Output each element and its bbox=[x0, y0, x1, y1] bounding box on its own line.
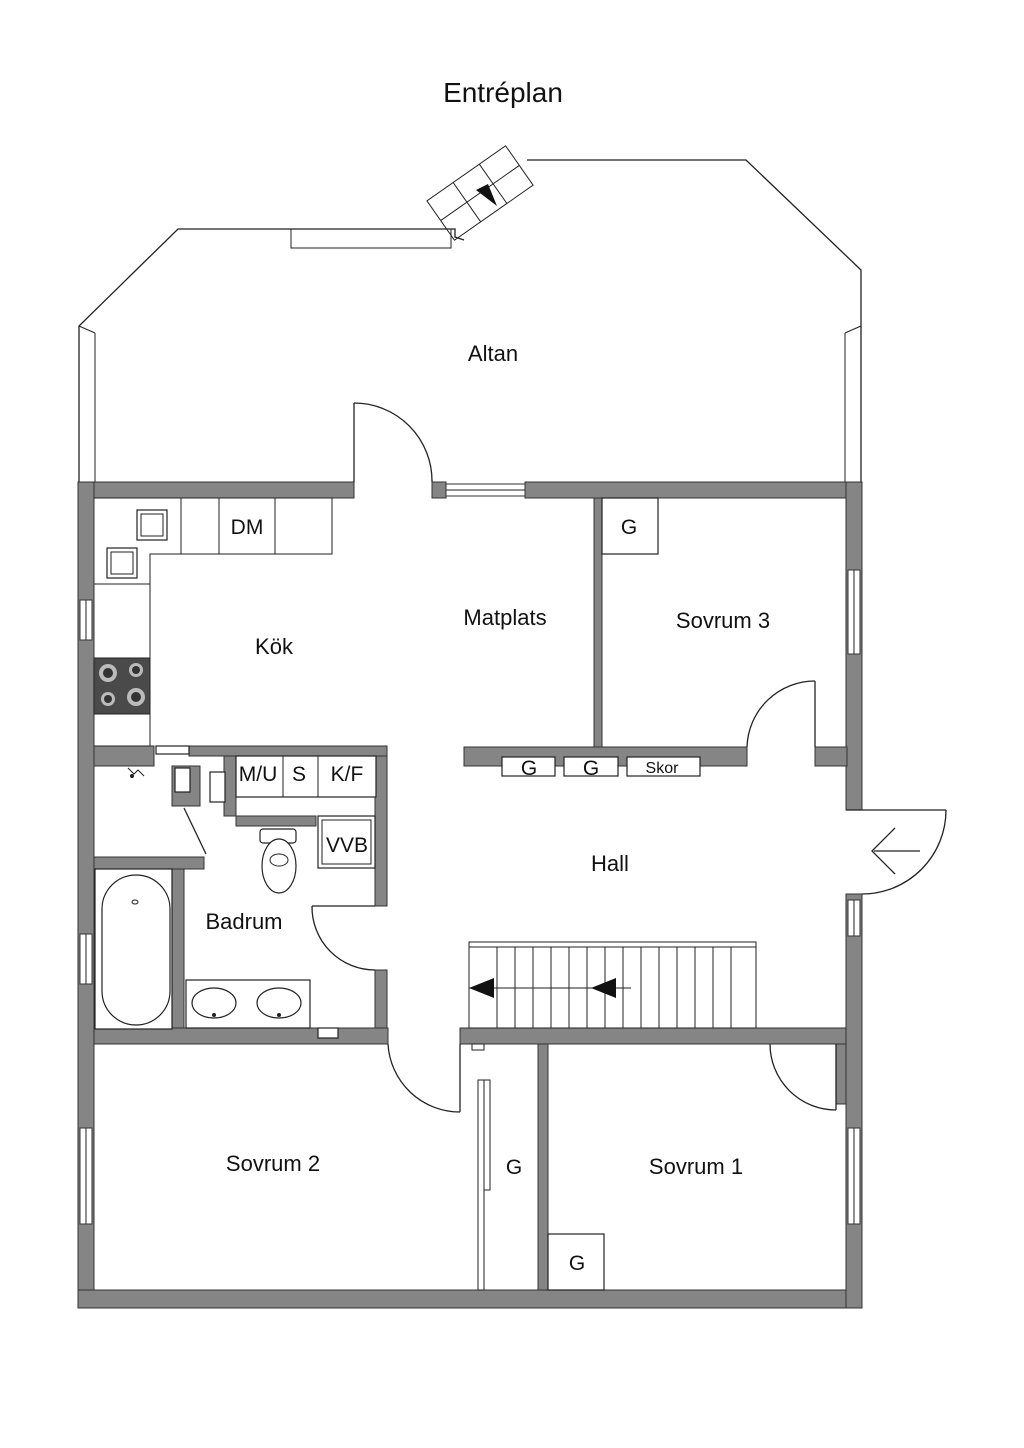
wardrobe-label-sovrum3: G bbox=[621, 516, 637, 539]
deck-stair-arrow-icon bbox=[476, 184, 497, 206]
windows bbox=[79, 483, 861, 1225]
doors bbox=[183, 402, 947, 1291]
entrance-arrow-icon bbox=[871, 827, 920, 875]
wardrobes bbox=[501, 497, 701, 1291]
washer-dryer-label: M/U bbox=[239, 763, 278, 786]
staircase bbox=[468, 941, 757, 1029]
utility-cabinets bbox=[235, 755, 377, 869]
wardrobe-label-sovrum1: G bbox=[569, 1252, 585, 1275]
shoe-storage-label: Skor bbox=[646, 760, 680, 777]
altan-outline bbox=[78, 145, 862, 482]
wardrobe-sovrum1 bbox=[547, 1233, 605, 1291]
wardrobe-label-hall-1: G bbox=[521, 757, 537, 780]
storage-label: S bbox=[292, 763, 306, 786]
room-label-kok: Kök bbox=[255, 634, 294, 659]
sink-icon bbox=[106, 547, 138, 579]
room-label-hall: Hall bbox=[591, 851, 629, 876]
wardrobe-label-hall-2: G bbox=[583, 757, 599, 780]
wc-fixtures bbox=[127, 767, 226, 803]
stair-arrow-icon bbox=[591, 978, 616, 998]
room-label-altan: Altan bbox=[468, 341, 518, 366]
room-label-sovrum2: Sovrum 2 bbox=[226, 1151, 320, 1176]
wardrobe-label-corridor: G bbox=[506, 1156, 522, 1179]
stair-arrow-icon bbox=[469, 978, 494, 998]
room-label-sovrum1: Sovrum 1 bbox=[649, 1154, 743, 1179]
bathroom-fixtures bbox=[94, 828, 339, 1039]
wardrobe-sovrum3 bbox=[601, 497, 659, 555]
exterior-walls bbox=[77, 481, 863, 1309]
dishwasher-label: DM bbox=[231, 516, 264, 539]
water-heater-label: VVB bbox=[326, 834, 368, 857]
room-label-badrum: Badrum bbox=[205, 909, 282, 934]
room-label-sovrum3: Sovrum 3 bbox=[676, 608, 770, 633]
kitchen-counter bbox=[93, 497, 333, 755]
plan-title: Entréplan bbox=[443, 77, 563, 108]
sink-icon bbox=[136, 509, 168, 541]
fridge-freezer-label: K/F bbox=[331, 763, 364, 786]
room-label-matplats: Matplats bbox=[463, 605, 546, 630]
